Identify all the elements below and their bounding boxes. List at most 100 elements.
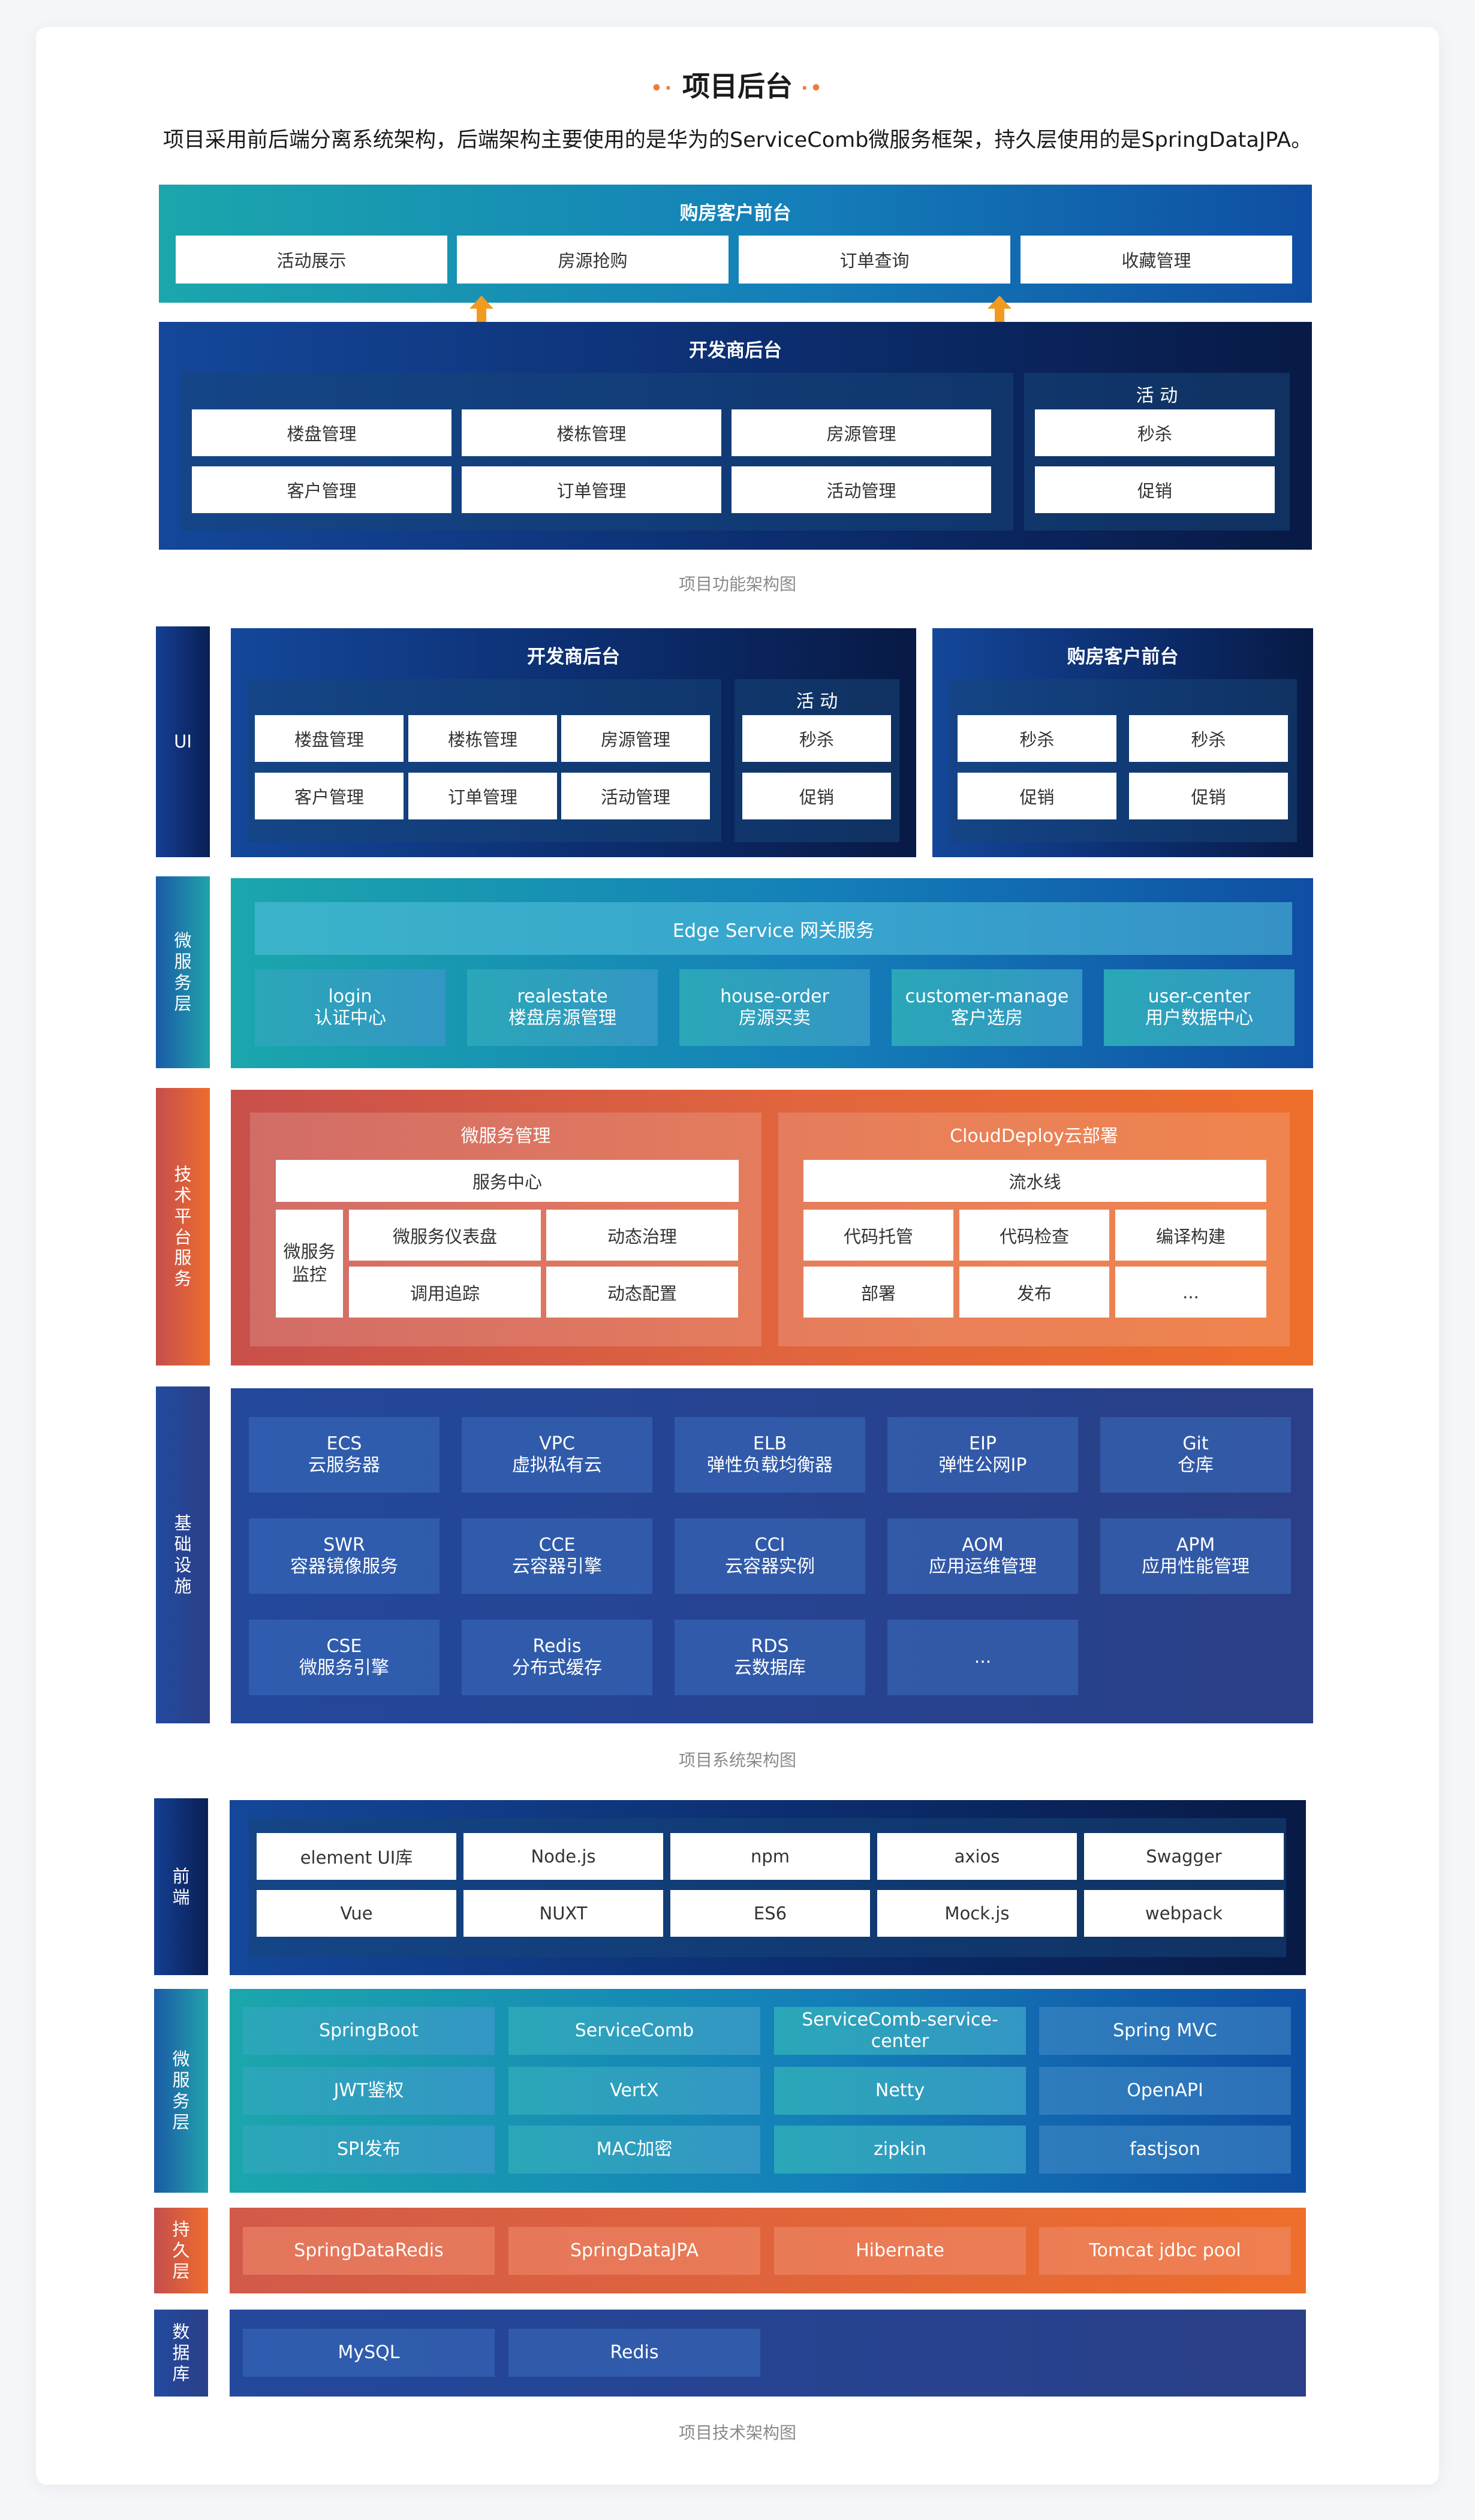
frontend-item: ES6 bbox=[670, 1890, 870, 1937]
system-ui-developer-item: 楼栋管理 bbox=[408, 715, 557, 762]
tech-caption: 项目技术架构图 bbox=[678, 2423, 796, 2443]
service-name: customer-manage bbox=[905, 986, 1069, 1007]
functional-developer-item: 订单管理 bbox=[462, 466, 721, 513]
cloud-item: 编译构建 bbox=[1115, 1210, 1266, 1261]
gateway-label: Edge Service 网关服务 bbox=[672, 920, 875, 942]
frontend-item: Node.js bbox=[463, 1833, 663, 1880]
msm-item: 动态配置 bbox=[546, 1267, 738, 1318]
system-ui-customer-item: 秒杀 bbox=[958, 715, 1116, 762]
frontend-item: npm bbox=[670, 1833, 870, 1880]
system-infra-label: 基础设施 bbox=[156, 1386, 210, 1723]
system-ui-developer-item: 客户管理 bbox=[255, 773, 404, 819]
frontend-item: axios bbox=[877, 1833, 1077, 1880]
intro-text: 项目采用前后端分离系统架构，后端架构主要使用的是华为的ServiceComb微服… bbox=[162, 128, 1313, 152]
functional-customer-item: 房源抢购 bbox=[457, 236, 729, 284]
frontend-item: NUXT bbox=[463, 1890, 663, 1937]
cloud-item: 发布 bbox=[959, 1267, 1109, 1318]
gateway-bar: Edge Service 网关服务 bbox=[255, 902, 1292, 955]
functional-developer-panel: 开发商后台 楼盘管理 楼栋管理 房源管理 客户管理 订单管理 活动管理 活 动 … bbox=[159, 322, 1312, 550]
persistence-box: SpringDataJPA bbox=[508, 2227, 760, 2275]
system-ui-activity-item: 秒杀 bbox=[742, 715, 891, 762]
msm-item: 微服务仪表盘 bbox=[349, 1210, 541, 1261]
system-ui-customer-title: 购房客户前台 bbox=[1067, 646, 1179, 668]
micro-tech-box: MAC加密 bbox=[508, 2126, 760, 2174]
system-ui-developer-panel: 开发商后台 楼盘管理 楼栋管理 房源管理 客户管理 订单管理 活动管理 活 动 … bbox=[231, 628, 916, 857]
micro-tech-box: zipkin bbox=[774, 2126, 1026, 2174]
tech-database-label: 数据库 bbox=[154, 2310, 208, 2397]
persistence-box: SpringDataRedis bbox=[243, 2227, 495, 2275]
database-box: MySQL bbox=[243, 2329, 495, 2377]
cloud-item: 部署 bbox=[803, 1267, 953, 1318]
micro-tech-box: ServiceComb bbox=[508, 2007, 760, 2055]
cloud-pipeline: 流水线 bbox=[803, 1160, 1266, 1202]
micro-tech-box: ServiceComb-service-center bbox=[774, 2007, 1026, 2055]
service-name: realestate bbox=[517, 986, 608, 1007]
system-caption: 项目系统架构图 bbox=[678, 1750, 796, 1770]
functional-customer-item: 订单查询 bbox=[739, 236, 1010, 284]
system-ui-developer-item: 订单管理 bbox=[408, 773, 557, 819]
functional-customer-panel: 购房客户前台 活动展示 房源抢购 订单查询 收藏管理 bbox=[159, 185, 1312, 303]
tech-micro-label: 微服务层 bbox=[154, 1989, 208, 2193]
system-tech-panel: 微服务管理 服务中心 微服务 监控 微服务仪表盘 动态治理 调用追踪 动态配置 … bbox=[231, 1090, 1313, 1365]
frontend-item: Swagger bbox=[1084, 1833, 1284, 1880]
micro-tech-box: SPI发布 bbox=[243, 2126, 495, 2174]
system-ui-activity-item: 促销 bbox=[742, 773, 891, 819]
msm-item: 调用追踪 bbox=[349, 1267, 541, 1318]
frontend-item: Mock.js bbox=[877, 1890, 1077, 1937]
functional-developer-item: 楼栋管理 bbox=[462, 409, 721, 456]
system-ui-customer-item: 促销 bbox=[958, 773, 1116, 819]
functional-customer-item: 活动展示 bbox=[176, 236, 447, 284]
msm-monitor: 微服务 监控 bbox=[276, 1210, 343, 1318]
micro-tech-box: JWT鉴权 bbox=[243, 2067, 495, 2115]
persistence-box: Tomcat jdbc pool bbox=[1039, 2227, 1291, 2275]
service-desc: 楼盘房源管理 bbox=[508, 1008, 616, 1029]
micro-tech-box: fastjson bbox=[1039, 2126, 1291, 2174]
system-ui-developer-title: 开发商后台 bbox=[527, 646, 620, 668]
functional-developer-item: 楼盘管理 bbox=[192, 409, 451, 456]
frontend-item: Vue bbox=[257, 1890, 456, 1937]
tech-micro-panel: SpringBoot ServiceComb ServiceComb-servi… bbox=[230, 1989, 1306, 2193]
tech-database-panel: MySQL Redis bbox=[230, 2310, 1306, 2397]
page-title: •·项目后台·• bbox=[651, 70, 824, 103]
system-ui-developer-item: 楼盘管理 bbox=[255, 715, 404, 762]
micro-tech-box: OpenAPI bbox=[1039, 2067, 1291, 2115]
micro-tech-box: SpringBoot bbox=[243, 2007, 495, 2055]
frontend-item: webpack bbox=[1084, 1890, 1284, 1937]
functional-developer-item: 房源管理 bbox=[732, 409, 991, 456]
functional-developer-item: 活动管理 bbox=[732, 466, 991, 513]
service-name: user-center bbox=[1148, 986, 1251, 1007]
functional-caption: 项目功能架构图 bbox=[678, 574, 796, 594]
functional-activity-item: 秒杀 bbox=[1035, 409, 1275, 456]
service-name: login bbox=[328, 986, 372, 1007]
tech-persistence-panel: SpringDataRedis SpringDataJPA Hibernate … bbox=[230, 2208, 1306, 2293]
system-ui-label: UI bbox=[156, 626, 210, 857]
system-ui-customer-panel: 购房客户前台 秒杀 秒杀 促销 促销 bbox=[932, 628, 1313, 857]
msm-title: 微服务管理 bbox=[460, 1126, 551, 1147]
micro-tech-box: Spring MVC bbox=[1039, 2007, 1291, 2055]
service-desc: 用户数据中心 bbox=[1145, 1008, 1253, 1029]
functional-activity-title: 活 动 bbox=[1136, 385, 1178, 406]
functional-activity-item: 促销 bbox=[1035, 466, 1275, 513]
cloud-title: CloudDeploy云部署 bbox=[950, 1126, 1118, 1147]
cloud-item: 代码托管 bbox=[803, 1210, 953, 1261]
service-desc: 认证中心 bbox=[314, 1008, 386, 1029]
infra-box: ... bbox=[887, 1620, 1078, 1695]
frontend-item: element UI库 bbox=[257, 1833, 456, 1880]
functional-developer-item: 客户管理 bbox=[192, 466, 451, 513]
persistence-box: Hibernate bbox=[774, 2227, 1026, 2275]
functional-customer-item: 收藏管理 bbox=[1021, 236, 1292, 284]
